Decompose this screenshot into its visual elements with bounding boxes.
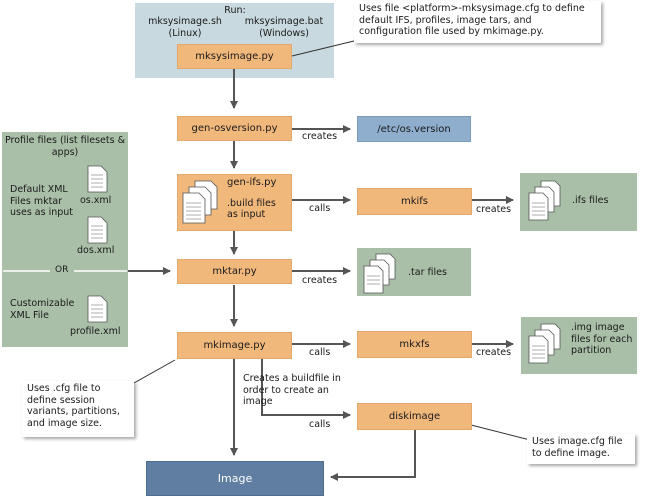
mkimage-box: mkimage.py (177, 332, 292, 359)
buildfile-note-text: Creates a buildfile in order to create a… (243, 373, 341, 407)
top-callout: Uses file <platform>-mksysimage.cfg to d… (354, 1, 601, 43)
profile-files-title-text: Profile files (list filesets & apps) (4, 135, 126, 158)
ifs-files-stack-icon (527, 179, 563, 223)
creates-ifs-label: creates (476, 204, 512, 215)
os-xml-label: os.xml (80, 195, 112, 206)
img-files-label: .img image files for each partition (571, 322, 633, 357)
profile-files-title: Profile files (list filesets & apps) (4, 135, 126, 158)
left-callout: Uses .cfg file to define session variant… (22, 381, 134, 437)
creates-osversion-label: creates (302, 131, 338, 142)
right-callout-text: Uses image.cfg file to define image. (532, 436, 623, 459)
default-xml-note: Default XML Files mktar uses as input (10, 184, 78, 219)
custom-xml-note: Customizable XML File (10, 298, 80, 321)
dos-xml-doc-icon (87, 216, 109, 244)
run-title: Run: (224, 5, 246, 16)
build-files-stack-icon (181, 179, 221, 225)
dos-xml-label: dos.xml (77, 245, 115, 256)
creates-img-label: creates (476, 347, 512, 358)
buildfile-note: Creates a buildfile in order to create a… (243, 373, 355, 408)
img-files-stack-icon (527, 322, 563, 366)
top-callout-text: Uses file <platform>-mksysimage.cfg to d… (359, 3, 585, 37)
creates-tar-label: creates (302, 275, 338, 286)
mksysimage-box: mksysimage.py (177, 44, 292, 69)
default-xml-note-text: Default XML Files mktar uses as input (10, 184, 74, 218)
windows-os: (Windows) (259, 28, 309, 39)
diskimage-box: diskimage (357, 403, 472, 430)
mkifs-box: mkifs (357, 188, 472, 215)
os-xml-doc-icon (87, 165, 109, 193)
custom-xml-note-text: Customizable XML File (10, 298, 75, 321)
tar-files-label: .tar files (408, 267, 447, 278)
left-callout-text: Uses .cfg file to define session variant… (27, 383, 120, 429)
tar-files-stack-icon (362, 252, 398, 294)
img-files-text: .img image files for each partition (571, 322, 633, 356)
profile-xml-doc-icon (87, 295, 109, 323)
gen-ifs-label: gen-ifs.py (227, 177, 277, 188)
right-callout: Uses image.cfg file to define image. (527, 434, 635, 464)
windows-script: mksysimage.bat (244, 16, 324, 27)
image-box: Image (146, 461, 324, 496)
mkxfs-box: mkxfs (357, 331, 472, 358)
or-label: OR (55, 265, 69, 275)
profile-xml-label: profile.xml (70, 326, 121, 337)
linux-os: (Linux) (168, 28, 202, 39)
os-version-box: /etc/os.version (357, 116, 471, 142)
calls-mkxfs-label: calls (309, 347, 331, 358)
mktar-box: mktar.py (177, 259, 292, 284)
ifs-files-label: .ifs files (572, 195, 609, 206)
linux-script: mksysimage.sh (148, 16, 222, 27)
gen-ifs-note-text: .build files as input (227, 198, 276, 220)
gen-ifs-note: .build files as input (227, 198, 289, 220)
calls-mkifs-label: calls (309, 203, 331, 214)
calls-diskimage-label: calls (309, 419, 331, 430)
gen-osversion-box: gen-osversion.py (177, 116, 292, 141)
